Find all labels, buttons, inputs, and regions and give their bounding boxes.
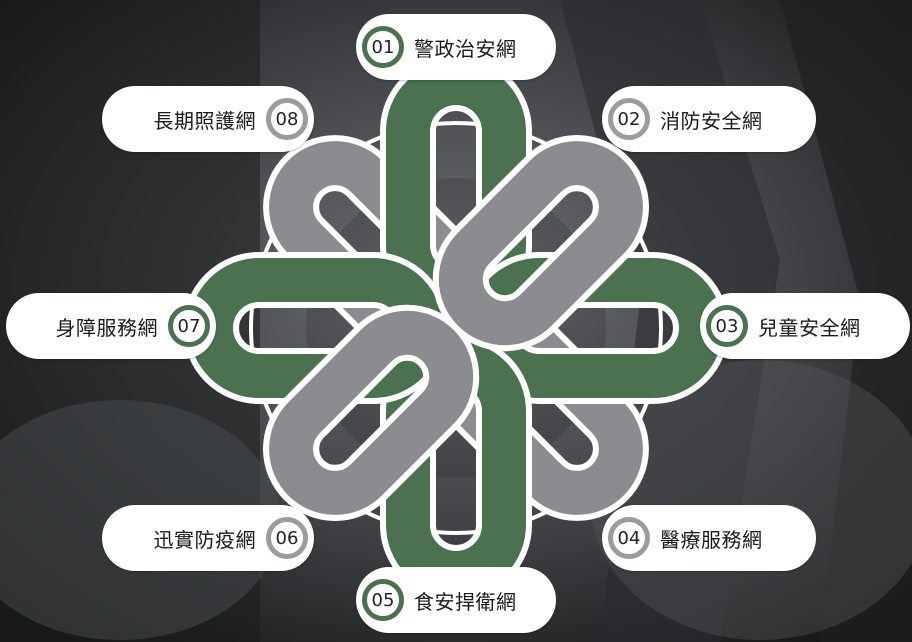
node-number-07: 07 (168, 305, 210, 347)
node-number-03: 03 (706, 305, 748, 347)
node-label-08: 長期照護網 (153, 108, 256, 133)
node-08[interactable]: 08 長期照護網 (102, 86, 314, 152)
node-02[interactable]: 02 消防安全網 (602, 86, 816, 152)
node-label-01: 警政治安網 (414, 36, 517, 61)
node-label-03: 兒童安全網 (758, 315, 861, 340)
gray-loop-over-1 (432, 135, 649, 352)
node-06[interactable]: 06 迅實防疫網 (102, 505, 314, 571)
node-label-04: 醫療服務網 (660, 527, 763, 552)
node-number-06: 06 (266, 517, 308, 559)
node-number-02: 02 (608, 98, 650, 140)
node-05[interactable]: 05 食安捍衛網 (356, 567, 556, 633)
node-label-07: 身障服務網 (55, 315, 158, 340)
node-01[interactable]: 01 警政治安網 (356, 14, 556, 80)
gray-loop-over-2 (263, 304, 480, 521)
node-03[interactable]: 03 兒童安全網 (700, 293, 910, 359)
node-04[interactable]: 04 醫療服務網 (602, 505, 816, 571)
node-number-08: 08 (266, 98, 308, 140)
node-label-02: 消防安全網 (660, 108, 763, 133)
node-07[interactable]: 07 身障服務網 (6, 293, 216, 359)
outer-ring (249, 121, 663, 535)
node-label-06: 迅實防疫網 (153, 527, 256, 552)
node-number-04: 04 (608, 517, 650, 559)
node-number-01: 01 (362, 26, 404, 68)
node-number-05: 05 (362, 579, 404, 621)
node-label-05: 食安捍衛網 (414, 589, 517, 614)
